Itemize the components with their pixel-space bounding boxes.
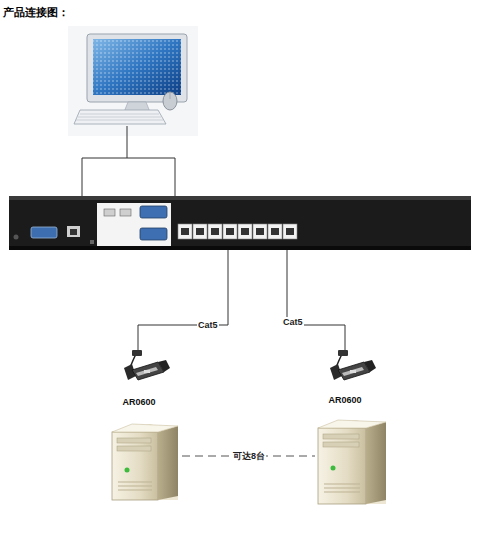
- cable-label: Cat5: [282, 317, 304, 327]
- diagram-title: 产品连接图：: [3, 5, 69, 20]
- count-note: 可达8台: [232, 451, 266, 461]
- console-cable: [82, 126, 175, 196]
- cat5-cable: [138, 250, 345, 352]
- computer-illustration: [68, 26, 198, 136]
- dongle-symbol: [312, 346, 378, 392]
- model-label: AR0600: [312, 395, 378, 406]
- dongle-node: AR0600: [312, 346, 378, 406]
- dongle-symbol: [106, 346, 172, 392]
- server-illustration: [112, 420, 386, 504]
- model-label: AR0600: [106, 397, 172, 408]
- dongle-node: AR0600: [106, 346, 172, 408]
- kvm-switch: [9, 196, 471, 250]
- cable-label: Cat5: [197, 320, 219, 330]
